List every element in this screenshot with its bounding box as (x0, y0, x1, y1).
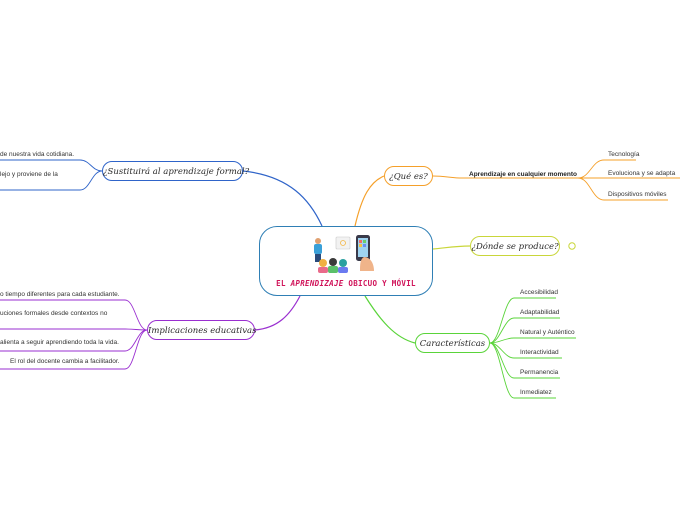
subtopic-sustituira-item[interactable]: lejo y proviene de la (0, 171, 58, 179)
subtopic-implicaciones-item[interactable]: uciones formales desde contextos no (0, 310, 107, 318)
topic-caracteristicas[interactable]: Características (415, 333, 490, 353)
connector-implicaciones (255, 296, 300, 330)
topic-donde[interactable]: ¿Dónde se produce? (470, 236, 560, 256)
central-title: EL APRENDIZAJE OBICUO Y MÓVIL (260, 279, 432, 288)
subtopic-implicaciones-item[interactable]: o tiempo diferentes para cada estudiante… (0, 291, 120, 299)
connector-que-es (355, 176, 384, 226)
central-topic[interactable]: EL APRENDIZAJE OBICUO Y MÓVIL (259, 226, 433, 296)
subtopic-caracteristica[interactable]: Natural y Auténtico (520, 329, 575, 337)
subtopic-sustituira-item[interactable]: de nuestra vida cotidiana. (0, 151, 74, 159)
connector-sustituira (243, 171, 322, 226)
subtopic-caracteristica[interactable]: Adaptabilidad (520, 309, 559, 317)
learning-illustration-icon (260, 227, 434, 277)
subtopic-caracteristica[interactable]: Inmediatez (520, 389, 552, 397)
subtopic-que-es-item[interactable]: Evoluciona y se adapta (608, 170, 675, 178)
subtopic-caracteristica[interactable]: Permanencia (520, 369, 558, 377)
collapse-marker (569, 243, 575, 249)
connector-caracteristicas (365, 296, 415, 343)
subtopic-caracteristica[interactable]: Accesibilidad (520, 289, 558, 297)
subtopic-que-es-item[interactable]: Dispositivos móviles (608, 191, 667, 199)
subtopic-caracteristica[interactable]: Interactividad (520, 349, 559, 357)
topic-que-es[interactable]: ¿Qué es? (384, 166, 433, 186)
topic-sustituira[interactable]: ¿Sustituirá al aprendizaje formal? (102, 161, 243, 181)
subtopic-que-es-item[interactable]: Tecnología (608, 151, 639, 159)
subtopic-que-es-main[interactable]: Aprendizaje en cualquier momento (469, 171, 577, 179)
topic-implicaciones[interactable]: Implicaciones educativas (147, 320, 255, 340)
connector-donde (433, 246, 470, 249)
subtopic-implicaciones-item[interactable]: alienta a seguir aprendiendo toda la vid… (0, 339, 119, 347)
subtopic-implicaciones-item[interactable]: El rol del docente cambia a facilitador. (10, 358, 119, 366)
